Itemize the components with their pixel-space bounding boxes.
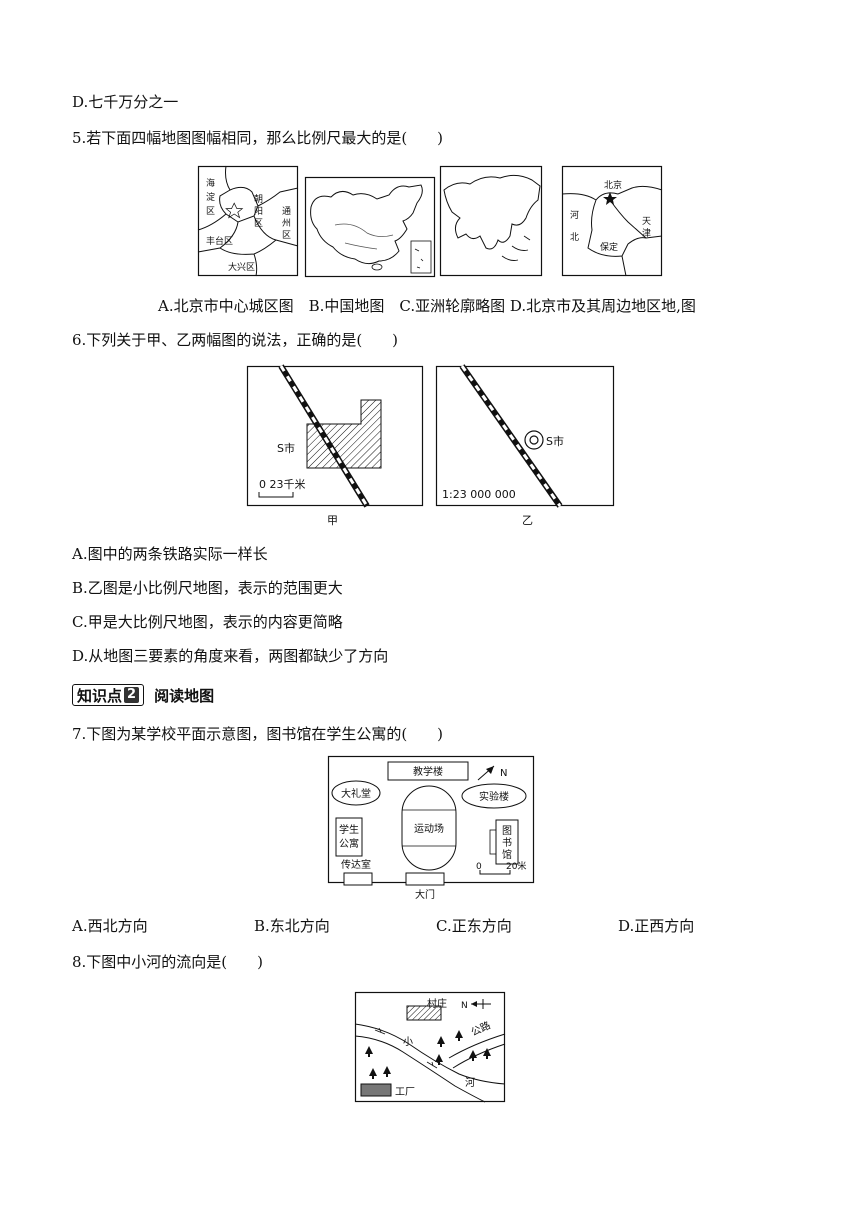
map4-label: 北京 xyxy=(604,179,622,191)
map1-label: 通 xyxy=(282,206,291,217)
jia-caption: 甲 xyxy=(327,514,338,527)
q7-dorm-1: 学生 xyxy=(339,823,359,836)
q6-stem: 6.下列关于甲、乙两幅图的说法，正确的是( ) xyxy=(72,331,399,349)
q7-lab: 实验楼 xyxy=(479,790,509,803)
q7-reception: 传达室 xyxy=(341,858,371,871)
yi-city-label: S市 xyxy=(546,434,564,448)
q6-map-jia: S市 0 23千米 甲 xyxy=(246,364,424,527)
map1-label: 州 xyxy=(282,218,291,229)
q8-stem: 8.下图中小河的流向是( ) xyxy=(72,953,264,971)
q5-map-china xyxy=(304,176,436,278)
section-header: 知识点 2 阅读地图 xyxy=(72,684,214,706)
q5-map-beijing-region: 北京 河 北 天 津 保定 xyxy=(561,165,663,277)
yi-caption: 乙 xyxy=(522,514,533,527)
q6-option-a: A.图中的两条铁路实际一样长 xyxy=(72,545,268,563)
q7-library-1: 图 xyxy=(502,825,512,837)
q7-scale-20: 20米 xyxy=(506,860,526,872)
q7-school-map: 教学楼 大礼堂 实验楼 运动场 学生 公寓 图 书 馆 传达室 大门 N 0 2… xyxy=(327,755,535,901)
q8-factory: 工厂 xyxy=(395,1087,415,1098)
q7-library-3: 馆 xyxy=(502,848,512,861)
map4-label: 北 xyxy=(570,232,579,243)
q6-option-c: C.甲是大比例尺地图，表示的内容更简略 xyxy=(72,613,343,631)
map4-label: 津 xyxy=(642,228,651,239)
q5-options: A.北京市中心城区图 B.中国地图 C.亚洲轮廓略图 D.北京市及其周边地区地,… xyxy=(158,297,696,315)
section-number: 2 xyxy=(124,687,140,703)
q8-river-2: 河 xyxy=(465,1077,475,1089)
section-badge: 知识点 2 xyxy=(72,684,145,706)
q7-field: 运动场 xyxy=(414,822,444,835)
q5-map-asia xyxy=(439,165,543,277)
q7-library-2: 书 xyxy=(502,837,512,849)
flow-arrow-icon xyxy=(374,1027,386,1035)
map4-label: 河 xyxy=(570,209,579,221)
q7-option-a: A.西北方向 xyxy=(72,917,148,935)
jia-scale-text: 0 23千米 xyxy=(259,478,306,491)
q7-gate: 大门 xyxy=(415,888,435,901)
map1-label: 区 xyxy=(282,230,291,241)
flow-arrow-icon xyxy=(426,1061,438,1069)
q5-map-beijing-center: 海 淀 区 朝 阳 区 通 州 区 丰台区 大兴区 xyxy=(197,165,299,277)
q4-option-d: D.七千万分之一 xyxy=(72,93,179,111)
map1-label: 海 xyxy=(206,177,215,189)
map1-label: 阳 xyxy=(254,206,263,217)
q7-option-b: B.东北方向 xyxy=(254,917,330,935)
q7-stem: 7.下图为某学校平面示意图，图书馆在学生公寓的( ) xyxy=(72,725,444,743)
q8-road: 公路 xyxy=(469,1018,493,1038)
q6-option-b: B.乙图是小比例尺地图，表示的范围更大 xyxy=(72,579,343,597)
q7-scale-0: 0 xyxy=(476,862,482,872)
section-title: 阅读地图 xyxy=(154,686,215,705)
q8-village: 村庄 xyxy=(427,997,447,1010)
map1-label: 淀 xyxy=(206,191,215,203)
map4-label: 天 xyxy=(642,217,651,227)
map1-label: 区 xyxy=(254,218,263,229)
q7-option-d: D.正西方向 xyxy=(618,917,695,935)
q7-north: N xyxy=(500,768,507,779)
section-label: 知识点 xyxy=(77,686,123,705)
q7-dorm-2: 公寓 xyxy=(339,837,359,850)
q7-hall: 大礼堂 xyxy=(341,787,371,800)
map1-label: 大兴区 xyxy=(228,261,255,273)
tree-icon xyxy=(365,1030,491,1079)
map1-label: 区 xyxy=(206,206,215,217)
jia-city-label: S市 xyxy=(277,441,295,455)
q7-teaching-building: 教学楼 xyxy=(413,765,443,778)
map1-label: 丰台区 xyxy=(206,235,233,247)
q8-north: N xyxy=(461,1001,468,1011)
q8-river-map: 村庄 N 小 河 公路 工厂 xyxy=(354,991,506,1103)
q6-option-d: D.从地图三要素的角度来看，两图都缺少了方向 xyxy=(72,647,389,665)
yi-scale-text: 1:23 000 000 xyxy=(442,488,516,501)
map1-label: 朝 xyxy=(254,194,263,205)
map4-label: 保定 xyxy=(600,241,618,253)
q5-stem: 5.若下面四幅地图图幅相同，那么比例尺最大的是( ) xyxy=(72,129,444,147)
q6-map-yi: S市 1:23 000 000 乙 xyxy=(435,364,615,527)
q8-river-1: 小 xyxy=(403,1036,413,1048)
q7-option-c: C.正东方向 xyxy=(436,917,512,935)
